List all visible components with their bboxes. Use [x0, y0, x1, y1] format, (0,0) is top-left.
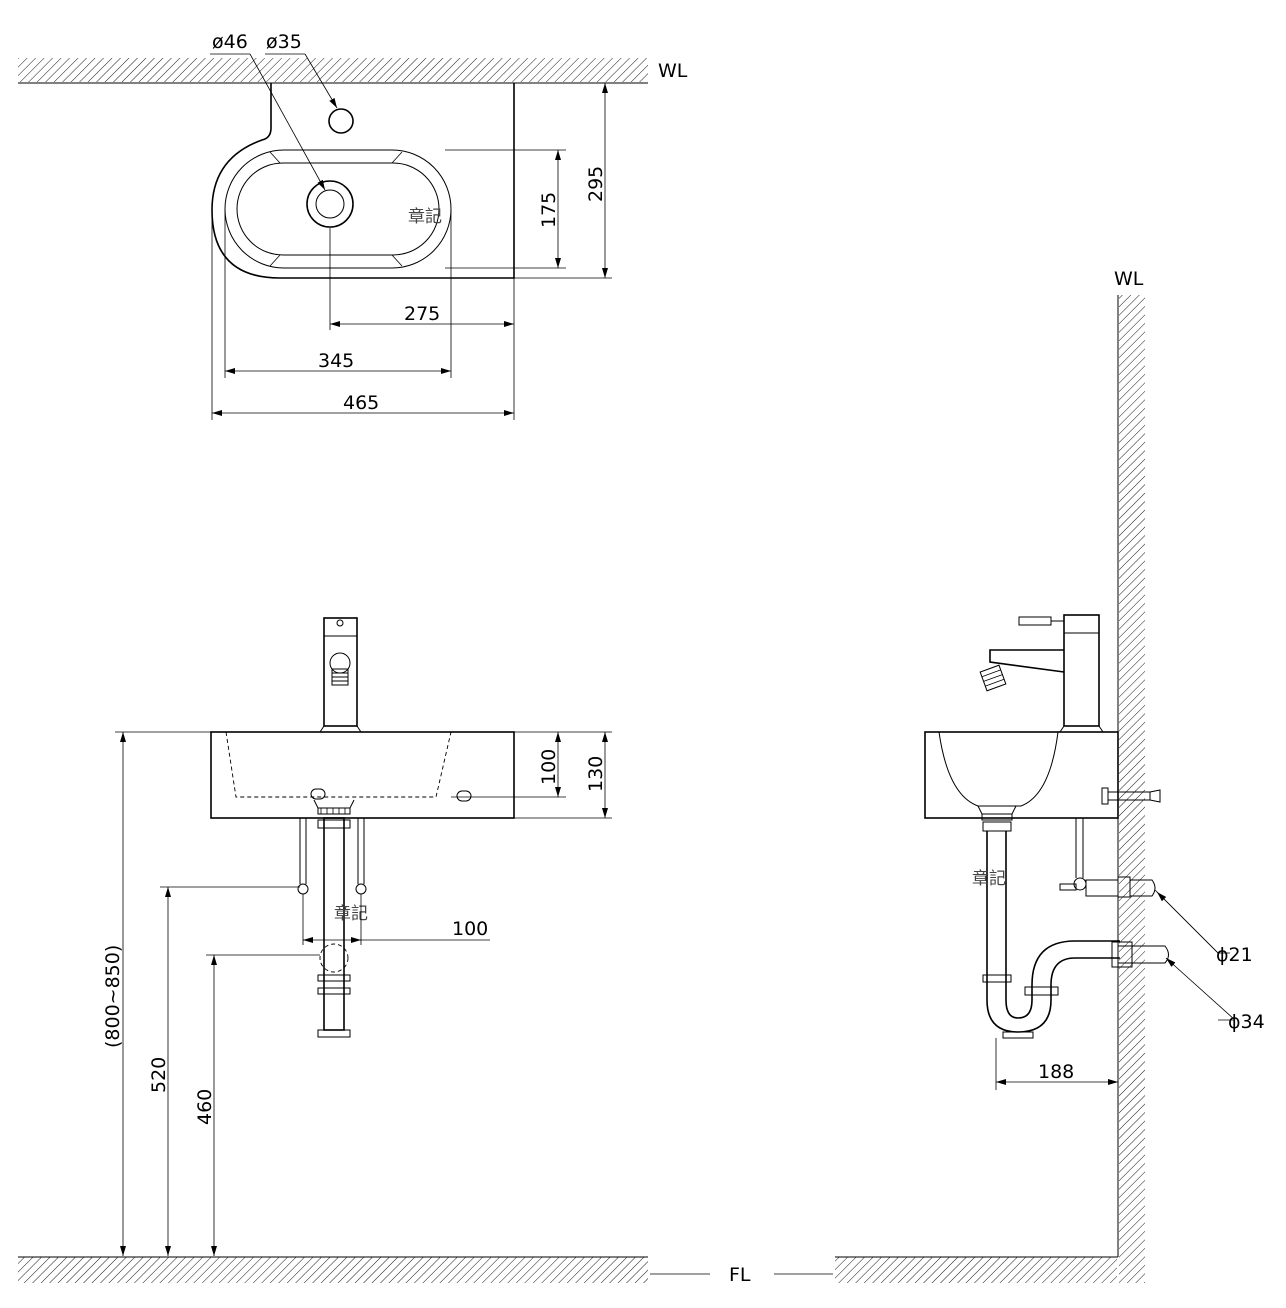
dim-520: 520 — [148, 1057, 170, 1093]
wall-line-side-label: WL — [1114, 268, 1144, 290]
dim-100-spacing: 100 — [452, 918, 488, 940]
dia-35-label: ø35 — [266, 31, 302, 53]
dim-175: 175 — [538, 192, 560, 228]
dim-800-850: (800~850) — [102, 945, 124, 1048]
dia-34-label: ϕ34 — [1228, 1011, 1265, 1033]
bowl-rim-outer — [224, 149, 452, 269]
drain-outer-circle — [306, 180, 354, 228]
drain-pipe-front — [323, 817, 345, 1031]
bowl-inner — [236, 162, 440, 256]
floor-hatch-left — [18, 1257, 648, 1283]
basin-body-side — [924, 731, 1119, 819]
tap-hole-circle — [328, 108, 354, 134]
spout-side — [989, 649, 1065, 673]
dia-21-label: ϕ21 — [1216, 944, 1253, 966]
wall-top-hatch — [18, 58, 648, 82]
basin-body-front — [210, 731, 515, 819]
aerator-front — [329, 652, 351, 674]
wall-side-hatch — [1119, 295, 1145, 1283]
dim-345: 345 — [318, 350, 354, 372]
dim-460: 460 — [194, 1089, 216, 1125]
p-trap — [986, 957, 1120, 1033]
dim-275: 275 — [404, 303, 440, 325]
dim-130-height: 130 — [585, 756, 607, 792]
faucet-body-front — [323, 617, 358, 727]
wall-line-top-label: WL — [658, 60, 688, 82]
floor: FL — [18, 1256, 1118, 1286]
dim-100-depth: 100 — [538, 749, 560, 785]
floor-hatch-right — [835, 1257, 1117, 1283]
dim-465: 465 — [343, 392, 379, 414]
side-elevation: WL 章記 — [924, 268, 1265, 1283]
front-elevation: 章記 100 100 130 (800~850) 520 460 — [102, 617, 612, 1256]
basin-outline-plan — [211, 83, 515, 279]
stamp-text-side: 章記 — [972, 869, 1006, 889]
dia-46-label: ø46 — [212, 31, 248, 53]
faucet-body-side — [1063, 614, 1100, 727]
stamp-text-plan: 章記 — [408, 207, 442, 227]
dim-188: 188 — [1038, 1061, 1074, 1083]
dim-295: 295 — [585, 166, 607, 202]
plan-view: WL ø46 ø35 章記 175 295 — [18, 31, 688, 420]
drain-inner-circle — [315, 189, 345, 219]
stamp-text-front: 章記 — [334, 904, 368, 924]
floor-line-label: FL — [729, 1264, 751, 1286]
